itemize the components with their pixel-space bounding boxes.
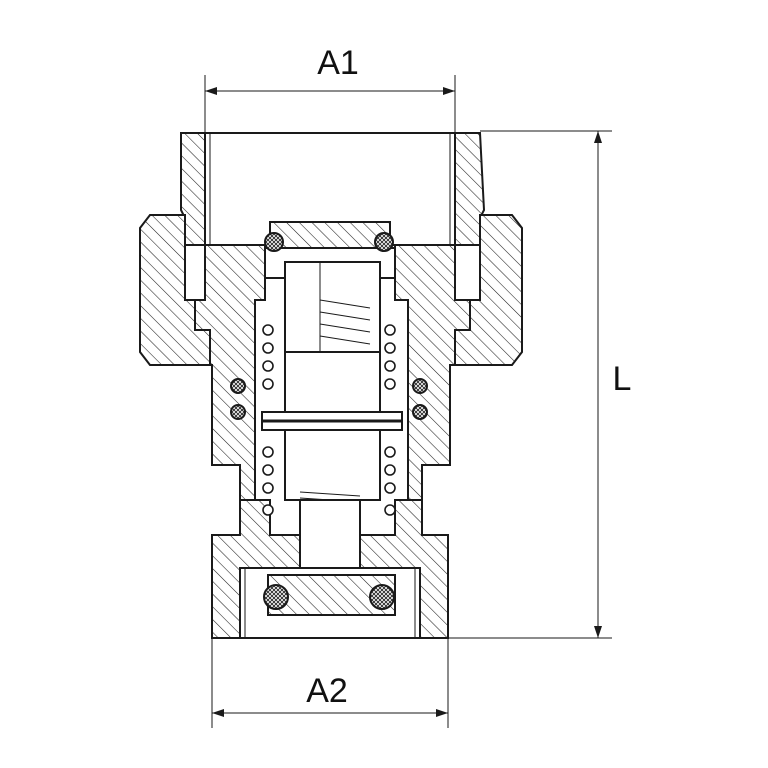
dimension-l-label: L (613, 360, 632, 398)
o-rings (230, 232, 428, 610)
dimension-a1-label: A1 (317, 44, 359, 82)
dimension-a2-label: A2 (306, 672, 348, 710)
left-spring (262, 324, 274, 516)
dimension-a1: A1 (204, 44, 456, 133)
dimension-a2: A2 (211, 638, 449, 728)
dimension-l: L (448, 130, 632, 639)
piston (261, 247, 403, 569)
right-spring (384, 324, 396, 516)
